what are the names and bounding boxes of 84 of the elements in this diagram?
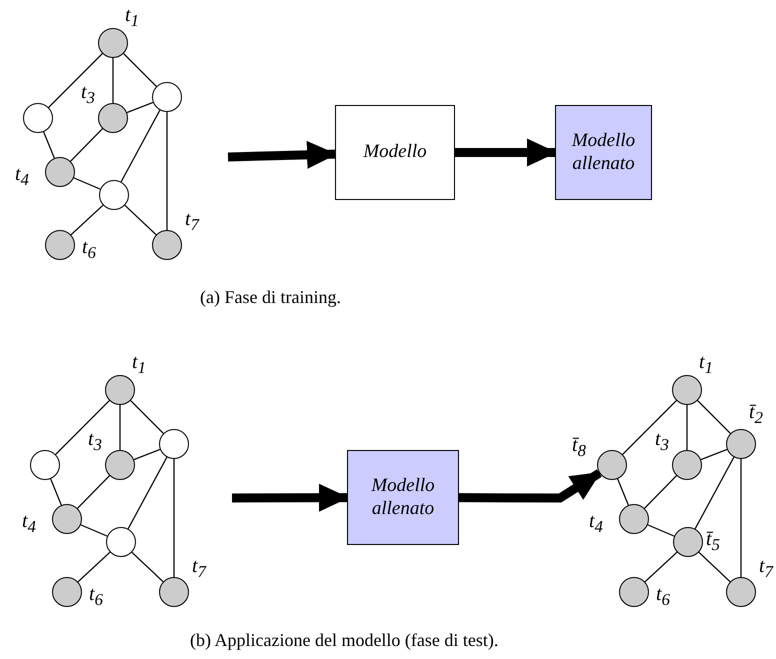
graph-node-circle: [159, 577, 189, 607]
node-label: t$_{6}$: [82, 237, 96, 262]
graph-node-circle: [23, 103, 53, 133]
graph-node-circle: [672, 375, 702, 405]
model-box: Modello allenato: [555, 105, 652, 200]
node-label: t$_{3}$: [88, 429, 102, 454]
graph-edge: [686, 405, 688, 450]
graph-node-circle: [30, 450, 60, 480]
graph-node-circle: [105, 450, 135, 480]
arrow: [228, 140, 337, 169]
graph-edge: [644, 552, 678, 582]
graph-node-circle: [106, 527, 136, 557]
graph-edge: [617, 478, 629, 506]
graph-node-circle: [619, 504, 649, 534]
graph-node-circle: [105, 375, 135, 405]
graph-node-circle: [45, 230, 75, 260]
node-label: t$_{4}$: [589, 511, 603, 536]
arrow: [232, 484, 349, 512]
graph-edge: [120, 110, 160, 182]
graph-node-circle: [52, 577, 82, 607]
graph-node-circle: [726, 577, 756, 607]
arrow: [458, 469, 602, 502]
graph-edge: [134, 448, 160, 460]
graph-node-circle: [152, 230, 182, 260]
graph-edge: [77, 475, 110, 509]
graph-edge: [123, 53, 157, 87]
graph-node-circle: [98, 28, 128, 58]
node-label: t$_{1}$: [125, 5, 139, 30]
model-box: Modello: [335, 105, 455, 200]
graph-edge: [48, 53, 103, 108]
graph-edge: [700, 448, 728, 460]
graph-node-circle: [673, 527, 703, 557]
graph-edge: [648, 524, 674, 537]
graph-edge: [119, 405, 121, 450]
graph-edge: [694, 456, 734, 530]
graph-edge: [55, 400, 110, 455]
node-label: t$_{3}$: [81, 82, 95, 107]
graph-edge: [50, 478, 62, 506]
node-label: t$_{4}$: [15, 164, 29, 189]
graph-edge: [78, 552, 110, 582]
node-label: t$_{4}$: [22, 511, 36, 536]
graph-node-circle: [45, 157, 75, 187]
graph-edge: [130, 400, 164, 434]
graph-edge: [166, 112, 168, 230]
graph-edge: [173, 459, 175, 577]
graph-edge: [698, 552, 730, 582]
graph-node-circle: [726, 429, 756, 459]
graph-edge: [74, 177, 100, 190]
arrow: [455, 138, 557, 166]
caption: (b) Applicazione del modello (fase di test).: [190, 630, 498, 651]
node-label: t̄$_{2}$: [749, 402, 763, 427]
node-label: t$_{1}$: [132, 352, 146, 377]
graph-edge: [80, 524, 108, 537]
graph-node-circle: [597, 450, 627, 480]
model-box: Modello allenato: [347, 450, 459, 545]
graph-edge: [622, 400, 677, 455]
node-label: t$_{7}$: [759, 556, 773, 581]
graph-edge: [740, 459, 742, 577]
graph-edge: [128, 456, 168, 530]
graph-node-circle: [672, 450, 702, 480]
node-label: t$_{1}$: [699, 352, 713, 377]
graph-edge: [70, 204, 104, 236]
node-label: t̄$_{8}$: [572, 435, 586, 460]
graph-node-circle: [152, 82, 182, 112]
graph-edge: [43, 132, 55, 158]
caption: (a) Fase di training.: [200, 287, 341, 308]
node-label: t$_{6}$: [89, 584, 103, 609]
graph-node-circle: [99, 180, 129, 210]
graph-edge: [126, 102, 154, 114]
graph-edge: [132, 552, 164, 582]
graph-edge: [644, 475, 677, 509]
graph-edge: [697, 400, 731, 434]
node-label: t$_{7}$: [192, 556, 206, 581]
graph-edge: [70, 128, 103, 162]
graph-edge: [124, 204, 156, 236]
graph-node-circle: [159, 429, 189, 459]
node-label: t$_{3}$: [655, 429, 669, 454]
graph-node-circle: [52, 504, 82, 534]
graph-node-circle: [98, 103, 128, 133]
node-label: t$_{7}$: [185, 209, 199, 234]
node-label: t̄$_{5}$: [706, 529, 720, 554]
node-label: t$_{6}$: [656, 584, 670, 609]
graph-node-circle: [619, 577, 649, 607]
graph-edge: [112, 58, 114, 103]
